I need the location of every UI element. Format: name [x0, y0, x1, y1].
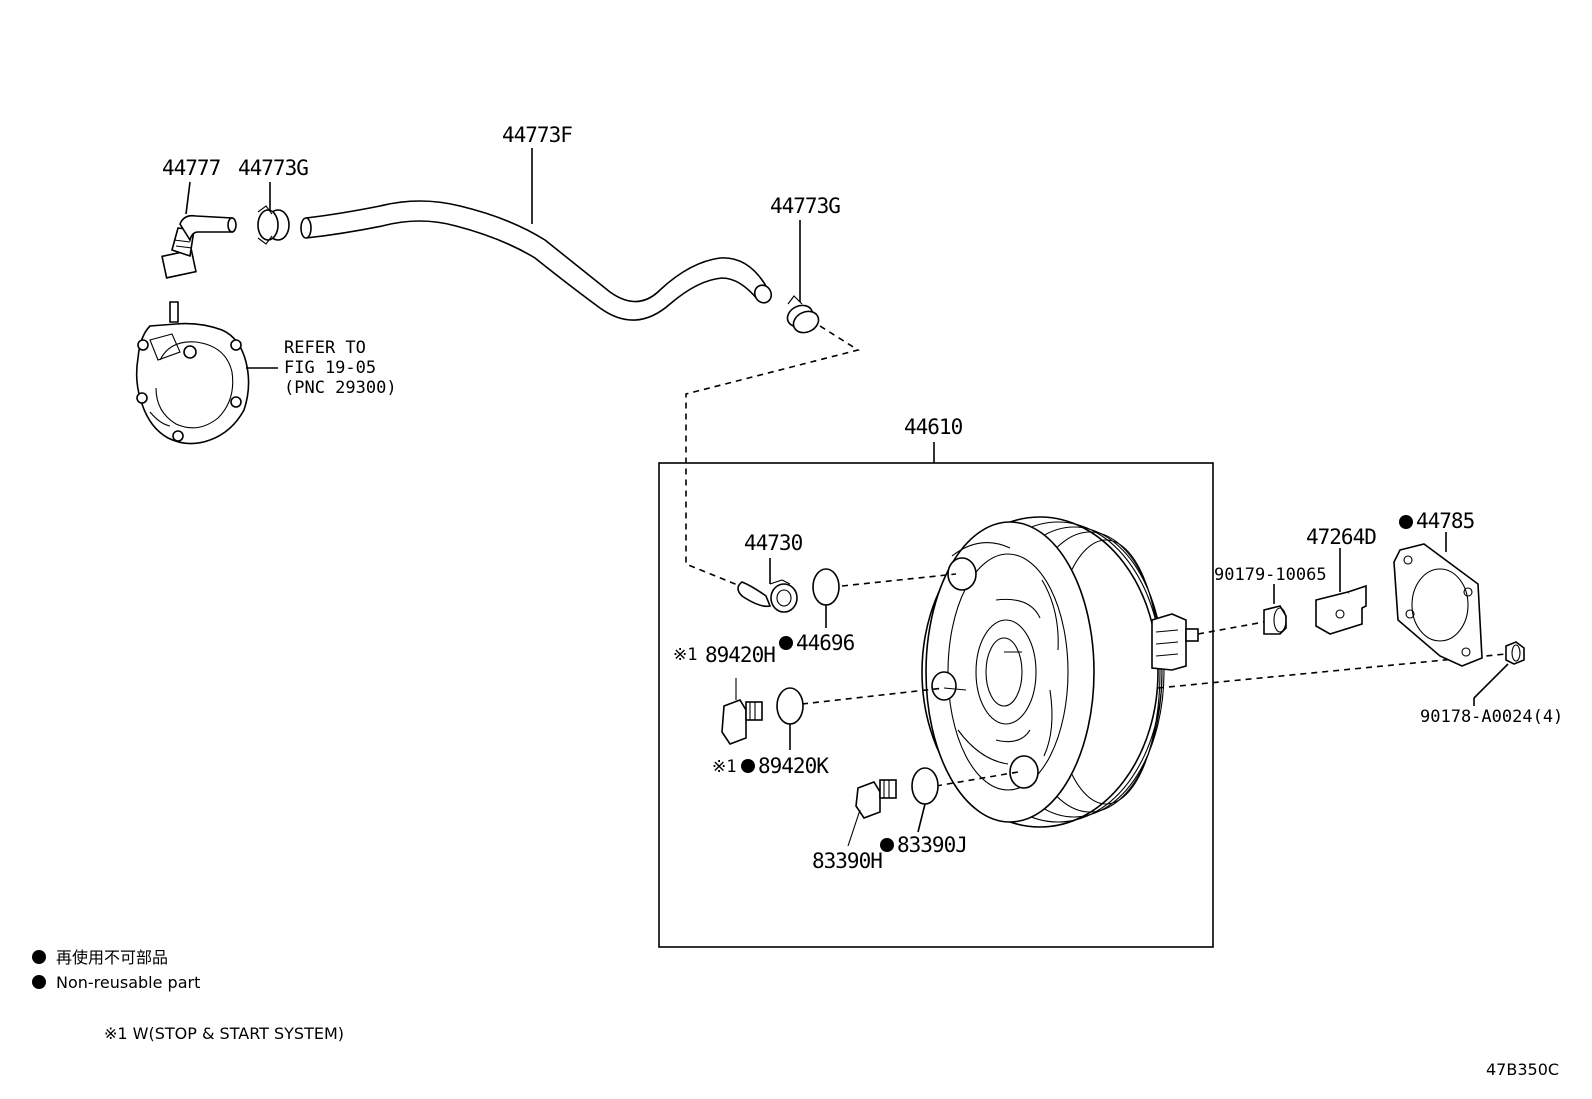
label-44773G-right: 44773G	[770, 194, 840, 218]
label-44773G-left: 44773G	[238, 156, 308, 180]
sensor-89420H	[721, 678, 763, 745]
label-47264D: 47264D	[1306, 525, 1376, 549]
gasket-44785	[1393, 532, 1483, 667]
leader-44777	[185, 181, 191, 215]
dashed-pushrod	[1197, 621, 1265, 635]
legend-note: ※1 W(STOP & START SYSTEM)	[104, 1024, 344, 1043]
dashed-grommet1	[841, 573, 957, 587]
grommet-89420K	[776, 687, 804, 725]
legend-dot-en	[32, 975, 46, 989]
label-90179-10065: 90179-10065	[1214, 565, 1327, 585]
nonreusable-dot-44696	[779, 636, 793, 650]
sensor-83390H	[847, 779, 897, 847]
label-44696: 44696	[796, 631, 855, 655]
grommet-44696	[812, 568, 840, 606]
label-44785: 44785	[1416, 509, 1474, 533]
booster-pushrod	[1151, 613, 1199, 671]
label-83390H: 83390H	[812, 849, 882, 873]
clevis-47264D	[1315, 548, 1367, 635]
dashed-grommet3	[935, 771, 1019, 787]
leader-83390J	[917, 803, 926, 833]
booster-assembly-box	[658, 462, 1214, 948]
label-pnc: (PNC 29300)	[284, 378, 397, 398]
dashed-leader-clip-to-tube	[685, 325, 860, 587]
label-89420H: 89420H	[705, 643, 775, 667]
legend-dot-ja	[32, 950, 46, 964]
label-83390J: 83390J	[897, 833, 967, 857]
nonreusable-dot-44785	[1399, 515, 1413, 529]
nonreusable-dot-89420K	[741, 759, 755, 773]
clip-right-44773G	[786, 295, 820, 334]
label-90178-A0024: 90178-A0024(4)	[1420, 707, 1563, 727]
legend-text-en: Non-reusable part	[56, 973, 200, 992]
nut-90179-10065	[1263, 584, 1287, 635]
label-fig: FIG 19-05	[284, 358, 376, 378]
vacuum-pump-reference	[135, 301, 250, 445]
check-valve-44777	[161, 214, 237, 279]
nonreusable-dot-83390J	[880, 838, 894, 852]
nut-90178-A0024	[1473, 641, 1525, 706]
label-44610: 44610	[904, 415, 963, 439]
label-refer-to: REFER TO	[284, 338, 366, 358]
label-44730: 44730	[744, 531, 803, 555]
clip-left-44773G	[257, 205, 290, 245]
legend-text-ja: 再使用不可部品	[56, 948, 168, 967]
grommet-83390J	[911, 767, 939, 805]
note-mark-89420H: ※1	[673, 645, 697, 665]
label-44777: 44777	[162, 156, 221, 180]
brake-booster	[921, 516, 1165, 828]
label-44773F: 44773F	[502, 123, 572, 147]
hose-44773F	[300, 200, 773, 321]
figure-code: 47B350C	[1486, 1060, 1559, 1079]
note-mark-89420K: ※1	[712, 757, 736, 777]
label-89420K: 89420K	[758, 754, 829, 778]
vacuum-tube-44730	[737, 579, 798, 613]
dashed-grommet2	[801, 687, 945, 705]
